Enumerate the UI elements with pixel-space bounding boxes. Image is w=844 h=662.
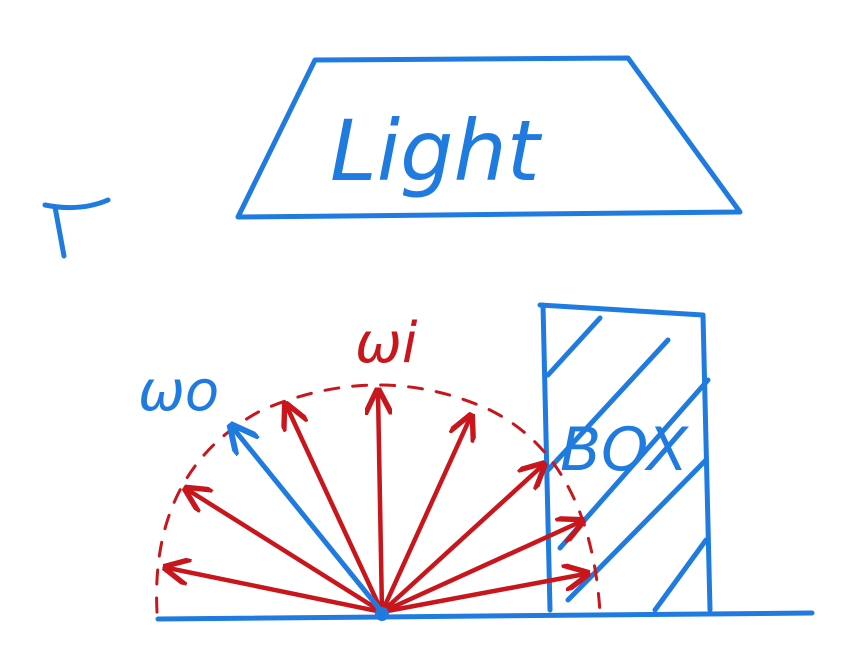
ground-line xyxy=(155,610,815,622)
eye-icon xyxy=(42,197,111,259)
omega-i-label: ωi xyxy=(355,311,418,376)
occluding-box xyxy=(537,302,713,613)
incident-arrow xyxy=(379,418,470,615)
incident-arrow xyxy=(188,490,385,615)
light-source-shape xyxy=(235,55,743,220)
light-label: Light xyxy=(330,102,543,200)
incident-arrow xyxy=(379,522,580,615)
omega-o-label: ωo xyxy=(138,359,219,424)
box-label: BOX xyxy=(560,415,690,485)
incident-arrow xyxy=(379,466,542,615)
shading-point xyxy=(375,607,389,621)
incident-arrow xyxy=(378,393,382,615)
incident-direction-arrows xyxy=(168,393,585,615)
outgoing-direction-arrow xyxy=(233,428,385,615)
incident-arrow xyxy=(379,574,585,615)
incident-arrow xyxy=(168,568,385,615)
incident-arrow xyxy=(287,407,385,615)
